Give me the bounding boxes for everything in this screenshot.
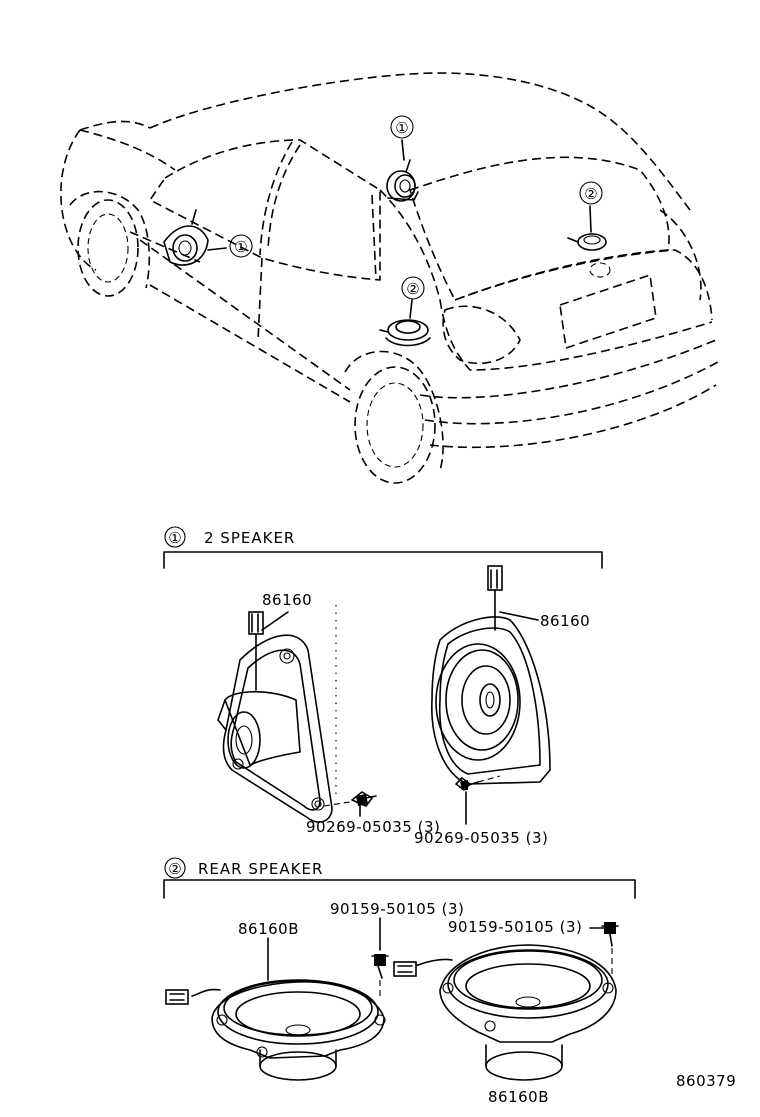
front-right-screw-drawing (455, 775, 501, 825)
rear-left-speaker-label: 86160B (238, 920, 299, 938)
car-rear-side-speaker-icon (379, 299, 431, 347)
rear-left-screw-label: 90159-50105 (3) (330, 900, 464, 918)
rear-right-speaker-label: 86160B (488, 1088, 549, 1106)
svg-text:②: ② (168, 860, 181, 878)
figure-number: 860379 (676, 1072, 736, 1090)
front-left-screw-label: 90269-05035 (3) (306, 818, 440, 836)
car-upper-speaker-icon (386, 139, 419, 202)
callout-2-side: ② (401, 276, 425, 300)
car-outline (60, 72, 719, 484)
svg-text:REAR SPEAKER: REAR SPEAKER (198, 860, 323, 878)
svg-text:②: ② (406, 280, 419, 298)
front-left-speaker-label: 86160 (262, 591, 312, 609)
front-left-screw-drawing (323, 791, 377, 817)
rear-right-screw-label: 90159-50105 (3) (448, 918, 582, 936)
svg-text:②: ② (584, 185, 597, 203)
rear-right-speaker-drawing (393, 944, 617, 1081)
rear-left-speaker-drawing (165, 937, 386, 1081)
svg-text:①: ① (168, 529, 181, 547)
section-front-header: ① 2 SPEAKER (163, 526, 603, 569)
front-right-speaker-label: 86160 (540, 612, 590, 630)
section-rear-header: ② REAR SPEAKER (163, 857, 636, 899)
callout-1-upper: ① (390, 115, 414, 139)
front-right-speaker-drawing (431, 565, 551, 785)
front-left-speaker-drawing (217, 605, 337, 823)
callout-2-deck: ② (579, 181, 603, 205)
rear-left-screw-drawing (371, 917, 389, 1000)
svg-text:2 SPEAKER: 2 SPEAKER (204, 529, 295, 547)
svg-text:①: ① (234, 238, 247, 256)
car-front-speaker-icon (163, 209, 227, 266)
front-right-screw-label: 90269-05035 (3) (414, 829, 548, 847)
car-rear-deck-speaker-icon (567, 205, 607, 251)
callout-1-door: ① (229, 234, 253, 258)
svg-text:①: ① (395, 119, 408, 137)
rear-right-screw-drawing (589, 922, 619, 976)
